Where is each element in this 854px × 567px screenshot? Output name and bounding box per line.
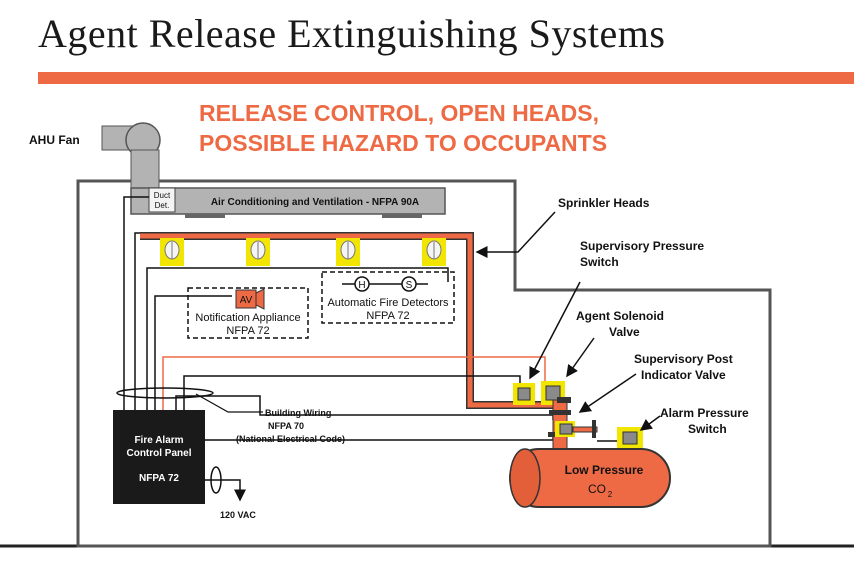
supervisory-post-label-2: Indicator Valve bbox=[641, 368, 726, 382]
page-title: Agent Release Extinguishing Systems bbox=[38, 11, 666, 56]
facp-label-2: Control Panel bbox=[126, 448, 191, 459]
duct-detector-label-1: Duct bbox=[154, 191, 171, 200]
sprinkler-heads-pointer bbox=[475, 211, 556, 258]
ahu-fan bbox=[101, 122, 161, 189]
tank-label-1: Low Pressure bbox=[565, 463, 644, 477]
heat-detector-icon bbox=[354, 276, 370, 292]
building-wiring-label: Building Wiring bbox=[265, 408, 331, 418]
building-outline bbox=[76, 179, 772, 548]
notification-appliance-box bbox=[187, 287, 309, 339]
agent-solenoid-valve-pointer bbox=[566, 337, 595, 378]
title-underline bbox=[38, 72, 854, 84]
horn-icon bbox=[255, 288, 265, 310]
power-feed bbox=[205, 479, 246, 502]
post-indicator-valve-stem bbox=[572, 426, 598, 433]
tank-label-2: CO bbox=[588, 482, 606, 496]
post-indicator-valve bbox=[559, 423, 573, 435]
supervisory-pressure-switch-pointer bbox=[529, 281, 581, 380]
hazard-heading-line-1: RELEASE CONTROL, OPEN HEADS, bbox=[199, 100, 599, 126]
alarm-pressure-label-2: Switch bbox=[688, 422, 727, 436]
duct-detector-label-2: Det. bbox=[155, 201, 170, 210]
sprinkler-heads-label: Sprinkler Heads bbox=[558, 196, 650, 210]
notification-appliance-standard: NFPA 72 bbox=[226, 325, 269, 337]
diffuser-left bbox=[185, 214, 225, 218]
supervisory-pressure-switch-label-2: Switch bbox=[580, 255, 619, 269]
sprinkler-head-1 bbox=[160, 238, 184, 266]
agent-solenoid-label-2: Valve bbox=[609, 325, 640, 339]
fire-detectors-standard: NFPA 72 bbox=[366, 310, 409, 322]
supervisory-pressure-switch-label-1: Supervisory Pressure bbox=[580, 239, 704, 253]
fire-detectors-label: Automatic Fire Detectors bbox=[327, 297, 449, 309]
post-indicator-valve-pointer bbox=[578, 373, 637, 413]
hvac-duct bbox=[130, 187, 446, 215]
supervisory-post-label-1: Supervisory Post bbox=[634, 352, 733, 366]
alarm-pressure-label-1: Alarm Pressure bbox=[660, 406, 749, 420]
hazard-heading: RELEASE CONTROL, OPEN HEADS, POSSIBLE HA… bbox=[199, 98, 607, 158]
building-wiring-standard: NFPA 70 bbox=[268, 421, 304, 431]
tank-label-2-subscript: 2 bbox=[608, 490, 613, 499]
co2-storage-tank bbox=[509, 448, 671, 508]
ahu-fan-label: AHU Fan bbox=[29, 133, 80, 147]
heat-detector-symbol: H bbox=[358, 280, 365, 291]
duct-detector bbox=[148, 187, 176, 213]
power-feed-label: 120 VAC bbox=[220, 510, 256, 520]
hazard-heading-line-2: POSSIBLE HAZARD TO OCCUPANTS bbox=[199, 130, 608, 156]
building-wiring-code: (National Electrical Code) bbox=[236, 434, 345, 444]
smoke-detector-symbol: S bbox=[406, 280, 413, 291]
fire-detectors-box bbox=[321, 271, 455, 324]
sprinkler-head-4 bbox=[422, 238, 446, 266]
hvac-label: Air Conditioning and Ventilation - NFPA … bbox=[211, 197, 419, 208]
facp-label-1: Fire Alarm bbox=[134, 435, 183, 446]
building-wiring-pointer bbox=[195, 393, 263, 413]
smoke-detector-icon bbox=[401, 276, 417, 292]
av-device-label: AV bbox=[240, 295, 253, 306]
post-indicator-valve-handle bbox=[592, 420, 596, 438]
supervisory-pressure-switch bbox=[517, 387, 531, 401]
notification-appliance-label: Notification Appliance bbox=[195, 312, 300, 324]
alarm-pressure-switch bbox=[622, 431, 638, 445]
sprinkler-head-3 bbox=[336, 238, 360, 266]
sprinkler-head-2 bbox=[246, 238, 270, 266]
cable-bundle-top bbox=[116, 387, 214, 399]
agent-solenoid-label-1: Agent Solenoid bbox=[576, 309, 664, 323]
release-circuit bbox=[162, 356, 546, 412]
diffuser-right bbox=[382, 214, 422, 218]
fire-alarm-control-panel bbox=[113, 410, 205, 504]
alarm-pressure-switch-pointer bbox=[639, 415, 661, 431]
facp-label-3: NFPA 72 bbox=[139, 473, 179, 484]
